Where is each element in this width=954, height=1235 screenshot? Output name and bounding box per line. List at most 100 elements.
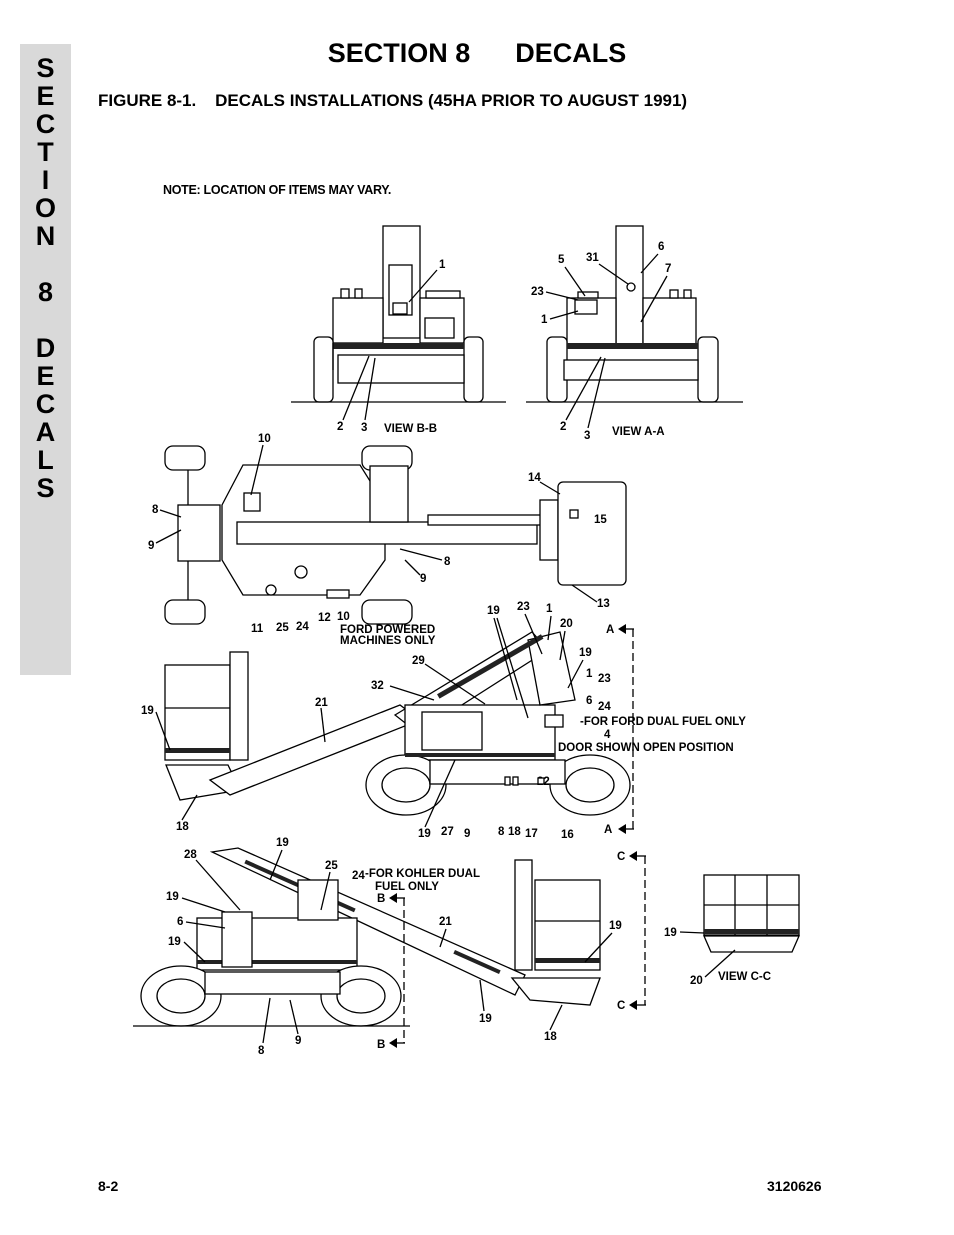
side-tab-letter: E: [36, 81, 55, 111]
callout-20: 19: [418, 828, 431, 840]
callout-20: 19: [479, 1013, 492, 1025]
side-view-1-drawing: [164, 631, 631, 816]
callout-28: 28: [184, 849, 197, 861]
callout-25: 24: [598, 701, 611, 713]
callout-9: 9: [420, 573, 426, 585]
callout-8: 8: [258, 1045, 265, 1057]
side-tab-letter: D: [35, 333, 56, 363]
callout-1: 1: [439, 259, 446, 271]
view-cc-drawing: [703, 874, 800, 953]
side-tab-letter: S: [36, 473, 55, 503]
door-open-note: DOOR SHOWN OPEN POSITION: [558, 742, 734, 754]
ford-powered-label-1: FORD POWERED: [340, 624, 435, 636]
callout-7: 7: [665, 263, 671, 275]
callout-8: 8: [498, 826, 505, 838]
callout-31: 31: [586, 252, 599, 264]
side-tab-letter: A: [35, 417, 56, 447]
callout-14: 14: [528, 472, 541, 484]
callout-32: 32: [371, 680, 384, 692]
side-tab-letter: N: [35, 221, 56, 251]
callout-23: 23: [531, 286, 544, 298]
callout-10: 10: [258, 433, 271, 445]
callout-22: 21: [439, 916, 452, 928]
callout-20: 19: [141, 705, 154, 717]
callout-9: 9: [295, 1035, 301, 1047]
section-b-top: B: [377, 893, 385, 905]
side-tab-letter: S: [36, 53, 55, 83]
callout-20: 19: [168, 936, 181, 948]
side-tab-letter: O: [34, 193, 56, 223]
callout-25: 24: [296, 621, 309, 633]
callout-21: 20: [690, 975, 703, 987]
callout-1: 1: [541, 314, 548, 326]
callout-20: 19: [166, 891, 179, 903]
callout-11: 11: [251, 623, 264, 635]
callout-19: 18: [176, 821, 189, 833]
callout-15: 15: [594, 514, 607, 526]
ford-dual-fuel-note: -FOR FORD DUAL FUEL ONLY: [580, 716, 746, 728]
side-tab-letter: E: [36, 361, 55, 391]
view-cc-label: VIEW C-C: [718, 971, 771, 983]
callout-20: 19: [487, 605, 500, 617]
callout-22: 21: [315, 697, 328, 709]
section-a-top: A: [606, 624, 614, 636]
side-tab-letter: L: [37, 445, 54, 475]
callout-9: 9: [464, 828, 470, 840]
callout-6: 6: [177, 916, 183, 928]
page-number: 8-2: [98, 1178, 119, 1194]
callout-25: 24: [352, 870, 365, 882]
callout-17: 17: [525, 828, 538, 840]
callout-26: 25: [276, 622, 289, 634]
callout-27: 27: [441, 826, 454, 838]
section-c-bottom: C: [617, 1000, 625, 1012]
kohler-dual-fuel-note-2: FUEL ONLY: [375, 881, 439, 893]
side-tab-letter: C: [35, 389, 56, 419]
callout-4: 4: [604, 729, 611, 741]
callout-10: 10: [337, 611, 350, 623]
section-side-tab: S E C T I O N 8 D E C A L S: [20, 44, 71, 675]
callout-12: 12: [318, 612, 331, 624]
callout-13: 13: [597, 598, 610, 610]
callout-26: 25: [325, 860, 338, 872]
section-a-bottom: A: [604, 824, 612, 836]
document-number: 3120626: [767, 1178, 822, 1194]
callout-3: 3: [584, 430, 590, 442]
section-b-bottom: B: [377, 1039, 385, 1051]
callout-21: 20: [560, 618, 573, 630]
callout-9: 9: [148, 540, 154, 552]
section-title: SECTION 8 DECALS: [327, 38, 627, 68]
section-c-top: C: [617, 851, 625, 863]
view-aa-label: VIEW A-A: [612, 426, 665, 438]
view-aa-drawing: [526, 225, 743, 403]
side-tab-letter: T: [37, 137, 54, 167]
side-view-2-drawing: [133, 847, 601, 1027]
top-view-drawing: [164, 445, 627, 625]
callout-8: 8: [152, 504, 159, 516]
callout-3: 3: [361, 422, 367, 434]
view-bb-drawing: [291, 225, 506, 403]
callout-16: 16: [561, 829, 574, 841]
callout-20: 19: [276, 837, 289, 849]
figure-title: FIGURE 8-1. DECALS INSTALLATIONS (45HA P…: [98, 91, 688, 110]
side-tab-letter: 8: [37, 277, 54, 307]
callout-18: 18: [508, 826, 521, 838]
callout-6: 6: [658, 241, 664, 253]
view-bb-label: VIEW B-B: [384, 423, 437, 435]
callout-2: 2: [337, 421, 343, 433]
callout-6: 6: [586, 695, 592, 707]
side-tab-letter: C: [35, 109, 56, 139]
kohler-dual-fuel-note-1: -FOR KOHLER DUAL: [365, 868, 480, 880]
callout-23: 23: [517, 601, 530, 613]
callout-23: 23: [598, 673, 611, 685]
callout-20: 19: [609, 920, 622, 932]
ford-powered-label-2: MACHINES ONLY: [340, 635, 436, 647]
callout-20: 19: [579, 647, 592, 659]
side-tab-letter: I: [41, 165, 50, 195]
callout-1: 1: [546, 603, 553, 615]
callout-5: 5: [558, 254, 565, 266]
callout-19: 18: [544, 1031, 557, 1043]
callout-1: 1: [586, 668, 593, 680]
callout-29: 29: [412, 655, 425, 667]
figure-note: NOTE: LOCATION OF ITEMS MAY VARY.: [163, 183, 392, 197]
